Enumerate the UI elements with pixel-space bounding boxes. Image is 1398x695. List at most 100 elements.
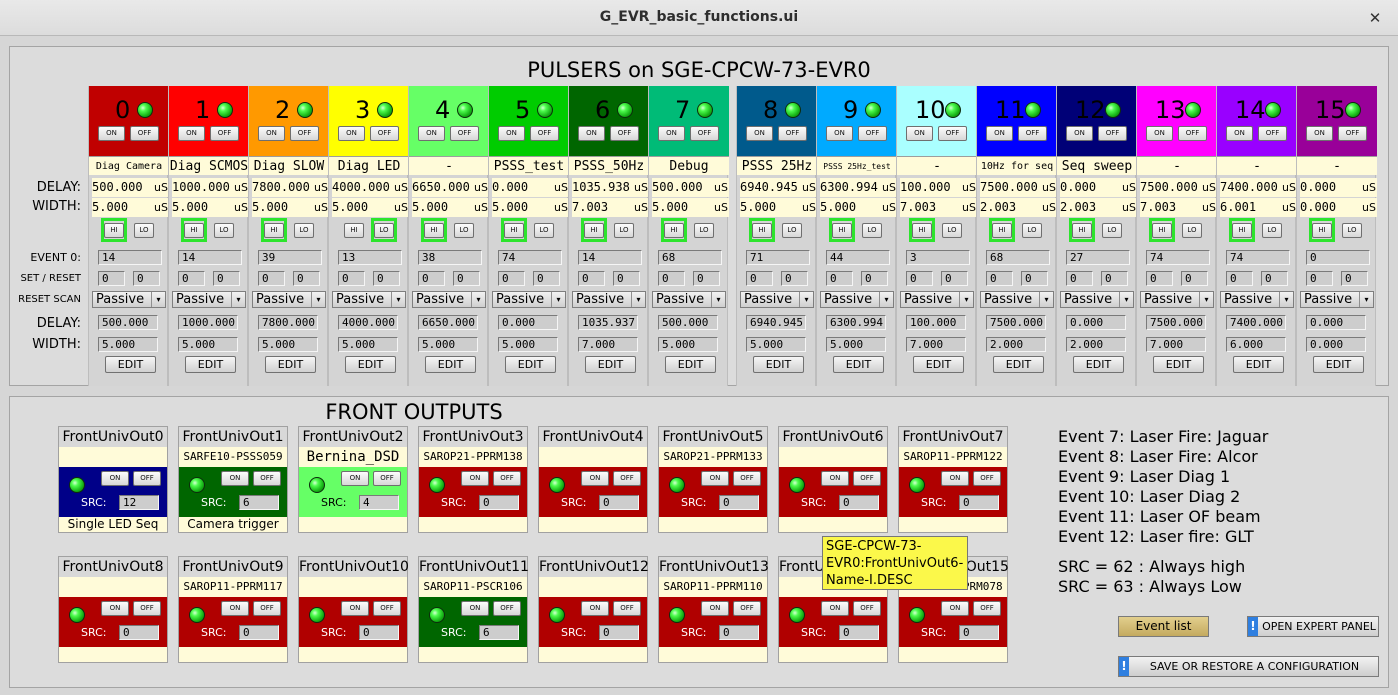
on-button[interactable]: ON — [221, 601, 249, 616]
reset-input[interactable]: 0 — [861, 271, 888, 286]
channel-description[interactable]: 10Hz for seq — [977, 156, 1057, 175]
event-input[interactable]: 74 — [498, 250, 562, 265]
on-button[interactable]: ON — [498, 126, 525, 141]
lo-button[interactable]: LO — [1102, 223, 1122, 238]
reset-input[interactable]: 0 — [1021, 271, 1048, 286]
event-input[interactable]: 74 — [1146, 250, 1210, 265]
hi-button[interactable]: HI — [184, 223, 204, 238]
off-button[interactable]: OFF — [778, 126, 807, 141]
src-input[interactable]: 6 — [479, 625, 519, 640]
edit-button[interactable]: EDIT — [425, 356, 476, 373]
reset-scan-dropdown[interactable]: Passive▾ — [92, 291, 166, 308]
edit-button[interactable]: EDIT — [185, 356, 236, 373]
reset-input[interactable]: 0 — [613, 271, 640, 286]
on-button[interactable]: ON — [178, 126, 205, 141]
on-button[interactable]: ON — [906, 126, 933, 141]
off-button[interactable]: OFF — [613, 471, 641, 486]
src-input[interactable]: 6 — [239, 495, 279, 510]
event-input[interactable]: 39 — [258, 250, 322, 265]
event-input[interactable]: 14 — [578, 250, 642, 265]
off-button[interactable]: OFF — [493, 471, 521, 486]
src-input[interactable]: 12 — [119, 495, 159, 510]
edit-button[interactable]: EDIT — [505, 356, 556, 373]
reset-input[interactable]: 0 — [693, 271, 720, 286]
channel-description[interactable]: Debug — [649, 156, 729, 175]
channel-description[interactable]: PSSS_test — [489, 156, 569, 175]
off-button[interactable]: OFF — [370, 126, 399, 141]
channel-description[interactable]: PSSS 25Hz — [737, 156, 817, 175]
on-button[interactable]: ON — [101, 471, 129, 486]
set-input[interactable]: 0 — [906, 271, 933, 286]
edit-button[interactable]: EDIT — [265, 356, 316, 373]
reset-input[interactable]: 0 — [1261, 271, 1288, 286]
lo-button[interactable]: LO — [134, 223, 154, 238]
hi-button[interactable]: HI — [752, 223, 772, 238]
off-button[interactable]: OFF — [973, 601, 1001, 616]
width-setpoint-input[interactable]: 5.000 — [98, 337, 158, 352]
on-button[interactable]: ON — [986, 126, 1013, 141]
output-description[interactable]: SAROP21-PPRM133 — [663, 450, 763, 463]
width-setpoint-input[interactable]: 2.000 — [986, 337, 1046, 352]
event-input[interactable]: 74 — [1226, 250, 1290, 265]
channel-description[interactable]: - — [897, 156, 977, 175]
output-description[interactable] — [539, 577, 647, 597]
reset-scan-dropdown[interactable]: Passive▾ — [900, 291, 974, 308]
event-list-button[interactable]: Event list — [1118, 616, 1209, 637]
reset-scan-dropdown[interactable]: Passive▾ — [980, 291, 1054, 308]
set-input[interactable]: 0 — [1146, 271, 1173, 286]
hi-button[interactable]: HI — [344, 223, 364, 238]
on-button[interactable]: ON — [1226, 126, 1253, 141]
src-input[interactable]: 0 — [119, 625, 159, 640]
on-button[interactable]: ON — [941, 601, 969, 616]
on-button[interactable]: ON — [826, 126, 853, 141]
off-button[interactable]: OFF — [210, 126, 239, 141]
hi-button[interactable]: HI — [832, 223, 852, 238]
set-input[interactable]: 0 — [418, 271, 445, 286]
reset-scan-dropdown[interactable]: Passive▾ — [1220, 291, 1294, 308]
on-button[interactable]: ON — [658, 126, 685, 141]
lo-button[interactable]: LO — [1022, 223, 1042, 238]
width-setpoint-input[interactable]: 0.000 — [1306, 337, 1366, 352]
src-input[interactable]: 0 — [839, 625, 879, 640]
reset-input[interactable]: 0 — [1341, 271, 1368, 286]
set-input[interactable]: 0 — [258, 271, 285, 286]
lo-button[interactable]: LO — [1342, 223, 1362, 238]
reset-scan-dropdown[interactable]: Passive▾ — [820, 291, 894, 308]
on-button[interactable]: ON — [701, 601, 729, 616]
off-button[interactable]: OFF — [133, 601, 161, 616]
hi-button[interactable]: HI — [1232, 223, 1252, 238]
reset-input[interactable]: 0 — [781, 271, 808, 286]
on-button[interactable]: ON — [341, 601, 369, 616]
delay-setpoint-input[interactable]: 4000.000 — [338, 315, 398, 330]
off-button[interactable]: OFF — [373, 601, 401, 616]
width-setpoint-input[interactable]: 5.000 — [658, 337, 718, 352]
reset-scan-dropdown[interactable]: Passive▾ — [740, 291, 814, 308]
width-setpoint-input[interactable]: 5.000 — [258, 337, 318, 352]
on-button[interactable]: ON — [578, 126, 605, 141]
width-setpoint-input[interactable]: 7.000 — [1146, 337, 1206, 352]
reset-scan-dropdown[interactable]: Passive▾ — [1140, 291, 1214, 308]
reset-input[interactable]: 0 — [1101, 271, 1128, 286]
on-button[interactable]: ON — [581, 601, 609, 616]
width-setpoint-input[interactable]: 5.000 — [418, 337, 478, 352]
output-description[interactable]: SAROP11-PPRM122 — [903, 450, 1003, 463]
delay-setpoint-input[interactable]: 1035.937 — [578, 315, 638, 330]
delay-setpoint-input[interactable]: 500.000 — [98, 315, 158, 330]
off-button[interactable]: OFF — [253, 471, 281, 486]
off-button[interactable]: OFF — [973, 471, 1001, 486]
src-input[interactable]: 4 — [359, 495, 399, 510]
lo-button[interactable]: LO — [534, 223, 554, 238]
output-description[interactable]: SAROP11-PSCR106 — [423, 580, 523, 593]
reset-input[interactable]: 0 — [373, 271, 400, 286]
src-input[interactable]: 0 — [239, 625, 279, 640]
channel-description[interactable]: Diag SCMOS — [169, 156, 249, 175]
src-input[interactable]: 0 — [719, 625, 759, 640]
channel-description[interactable]: - — [409, 156, 489, 175]
src-input[interactable]: 0 — [839, 495, 879, 510]
width-setpoint-input[interactable]: 5.000 — [338, 337, 398, 352]
off-button[interactable]: OFF — [130, 126, 159, 141]
reset-scan-dropdown[interactable]: Passive▾ — [652, 291, 726, 308]
set-input[interactable]: 0 — [98, 271, 125, 286]
delay-setpoint-input[interactable]: 7500.000 — [1146, 315, 1206, 330]
hi-button[interactable]: HI — [664, 223, 684, 238]
